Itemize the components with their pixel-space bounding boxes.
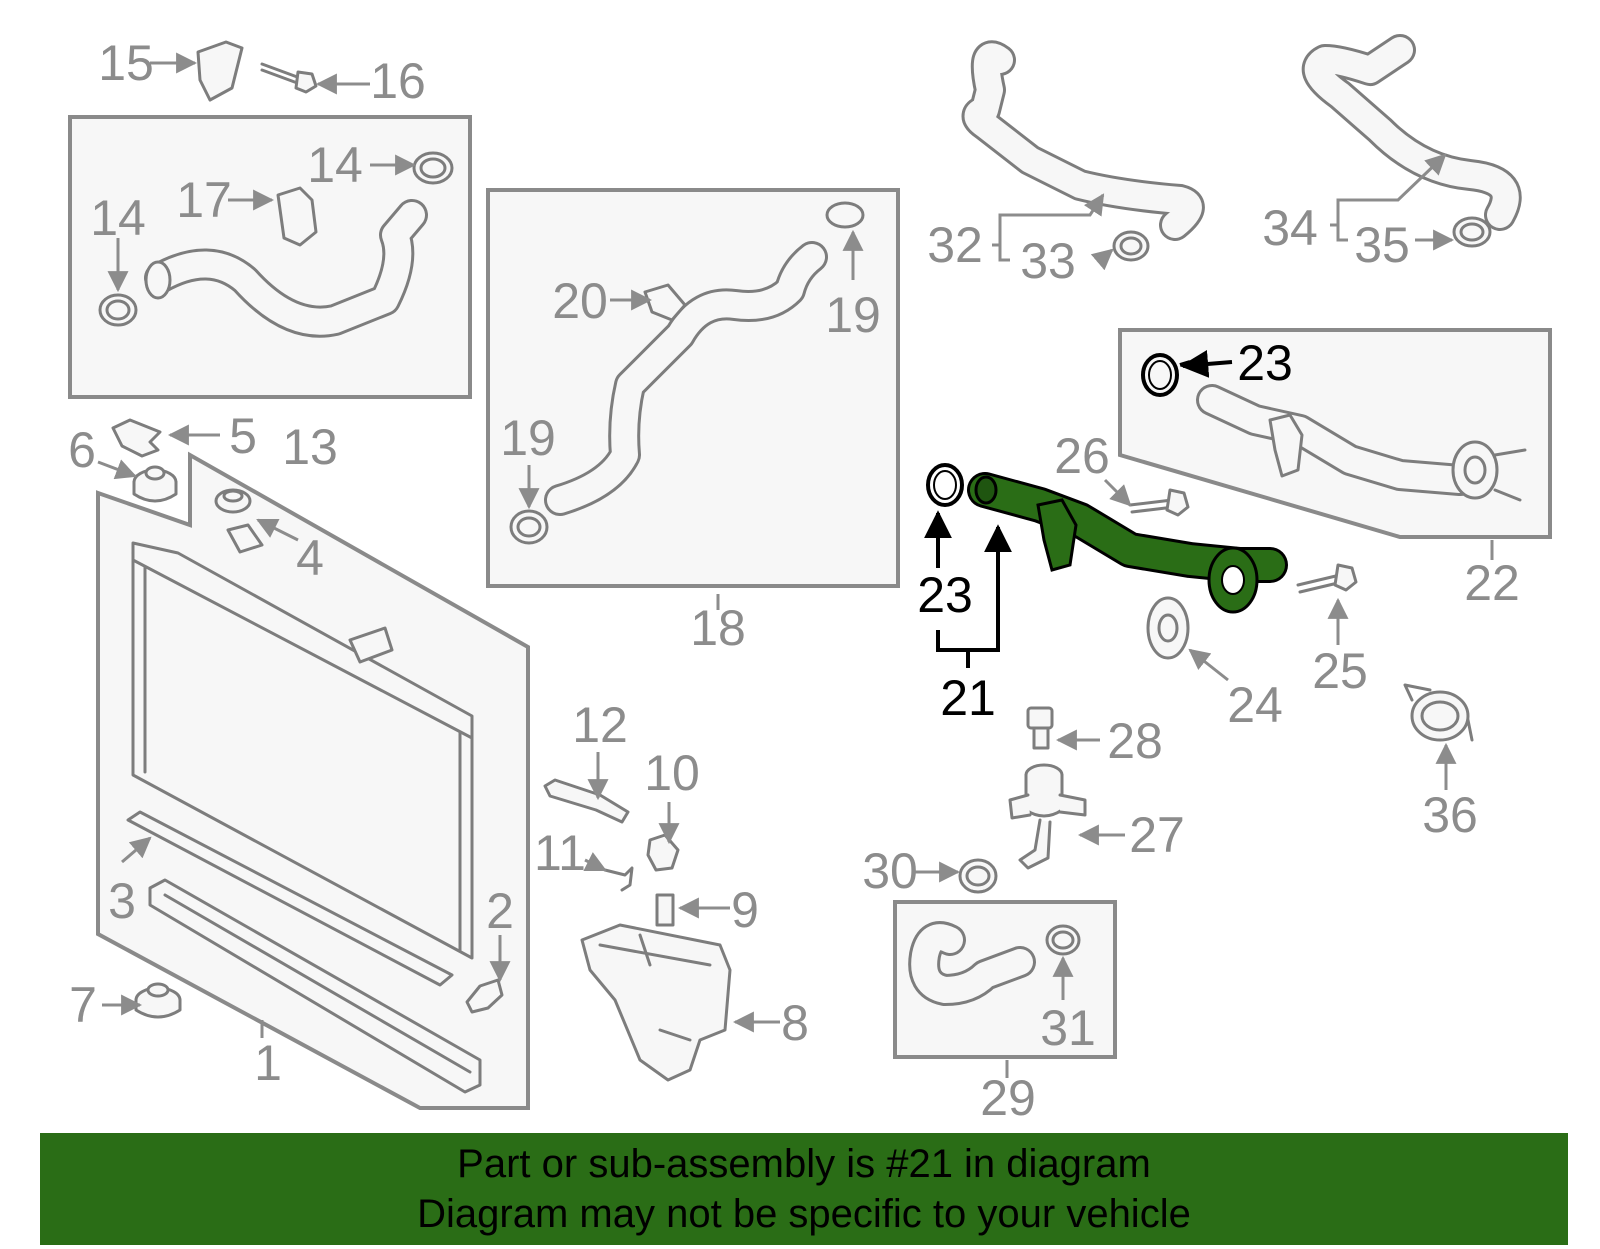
water-pipe-22-group xyxy=(1118,328,1552,539)
callout-26: 26 xyxy=(1054,428,1110,484)
bracket-15[interactable] xyxy=(196,40,244,102)
water-pipe-21-highlight[interactable] xyxy=(926,463,1288,614)
callout-1: 1 xyxy=(254,1035,282,1091)
callout-14b: 14 xyxy=(307,137,363,193)
callout-10: 10 xyxy=(644,745,700,801)
gasket-23a[interactable] xyxy=(926,463,964,507)
banner-line-1: Part or sub-assembly is #21 in diagram xyxy=(457,1142,1151,1186)
callout-22: 22 xyxy=(1464,555,1520,611)
callout-13: 13 xyxy=(282,419,338,475)
callout-2: 2 xyxy=(486,883,514,939)
radiator-top-tank xyxy=(131,541,474,740)
callout-18: 18 xyxy=(690,600,746,656)
cap-neck xyxy=(226,523,264,554)
reservoir-cap-9[interactable] xyxy=(655,893,675,927)
callout-19b: 19 xyxy=(500,410,556,466)
callout-21: 21 xyxy=(940,670,996,726)
gasket-23b[interactable] xyxy=(1141,353,1179,397)
callout-35: 35 xyxy=(1354,217,1410,273)
temp-sensor-28[interactable] xyxy=(1026,706,1054,750)
bolt-26[interactable] xyxy=(1128,488,1190,517)
callout-33: 33 xyxy=(1020,233,1076,289)
lower-hose-box xyxy=(486,188,900,588)
hose-clamp-19a[interactable] xyxy=(825,201,865,229)
callout-23a: 23 xyxy=(917,567,973,623)
heater-hose-29-group xyxy=(893,900,1117,1059)
callout-16: 16 xyxy=(370,53,426,109)
callout-27: 27 xyxy=(1129,807,1185,863)
callout-19a: 19 xyxy=(825,287,881,343)
callout-labels: 1 2 3 4 5 6 7 8 9 10 11 12 13 14 14 15 1… xyxy=(68,35,1520,1126)
callout-34: 34 xyxy=(1262,200,1318,256)
thermostat-36[interactable] xyxy=(1403,683,1474,742)
callout-4: 4 xyxy=(296,530,324,586)
diagram-notice-banner: Part or sub-assembly is #21 in diagram D… xyxy=(40,1133,1568,1245)
callout-25: 25 xyxy=(1312,643,1368,699)
callout-8: 8 xyxy=(781,995,809,1051)
bypass-hose-32-group xyxy=(961,40,1205,262)
bolt-16[interactable] xyxy=(260,62,302,80)
reservoir-fitting-10[interactable] xyxy=(646,833,680,872)
callout-20: 20 xyxy=(552,273,608,329)
callout-30: 30 xyxy=(862,843,918,899)
callout-15: 15 xyxy=(98,35,154,91)
callout-24: 24 xyxy=(1227,677,1283,733)
callout-6: 6 xyxy=(68,422,96,478)
callout-28: 28 xyxy=(1107,713,1163,769)
callout-23b: 23 xyxy=(1237,335,1293,391)
lower-hose-group xyxy=(486,188,900,588)
callout-14a: 14 xyxy=(90,190,146,246)
callout-29: 29 xyxy=(980,1070,1036,1126)
coolant-reservoir-8[interactable] xyxy=(580,923,732,1082)
reservoir-group xyxy=(543,778,732,1082)
leader-lines xyxy=(97,52,1494,1078)
radiator-bracket[interactable] xyxy=(111,418,162,458)
hose-bracket-17[interactable] xyxy=(276,186,318,247)
bolt-25[interactable] xyxy=(1296,563,1358,594)
callout-31: 31 xyxy=(1040,1000,1096,1056)
coolant-housing-27[interactable] xyxy=(1008,763,1087,870)
drain-plug[interactable] xyxy=(465,978,504,1014)
bypass-hose-34-group xyxy=(1302,34,1522,248)
callout-17: 17 xyxy=(176,172,232,228)
overflow-hose-12[interactable] xyxy=(543,778,630,824)
banner-line-2: Diagram may not be specific to your vehi… xyxy=(417,1192,1191,1236)
callout-12: 12 xyxy=(572,697,628,753)
radiator-group xyxy=(96,418,530,1110)
reservoir-hose-11[interactable] xyxy=(603,866,634,892)
callout-32: 32 xyxy=(927,217,983,273)
callout-3: 3 xyxy=(108,873,136,929)
callout-5: 5 xyxy=(229,408,257,464)
callout-11: 11 xyxy=(534,825,586,881)
radiator-inlet-neck xyxy=(348,626,394,664)
callout-9: 9 xyxy=(731,882,759,938)
radiator-lower-seal[interactable] xyxy=(126,810,454,987)
callout-7: 7 xyxy=(69,977,97,1033)
highlight-leader-lines xyxy=(924,349,1233,668)
callout-36: 36 xyxy=(1422,787,1478,843)
